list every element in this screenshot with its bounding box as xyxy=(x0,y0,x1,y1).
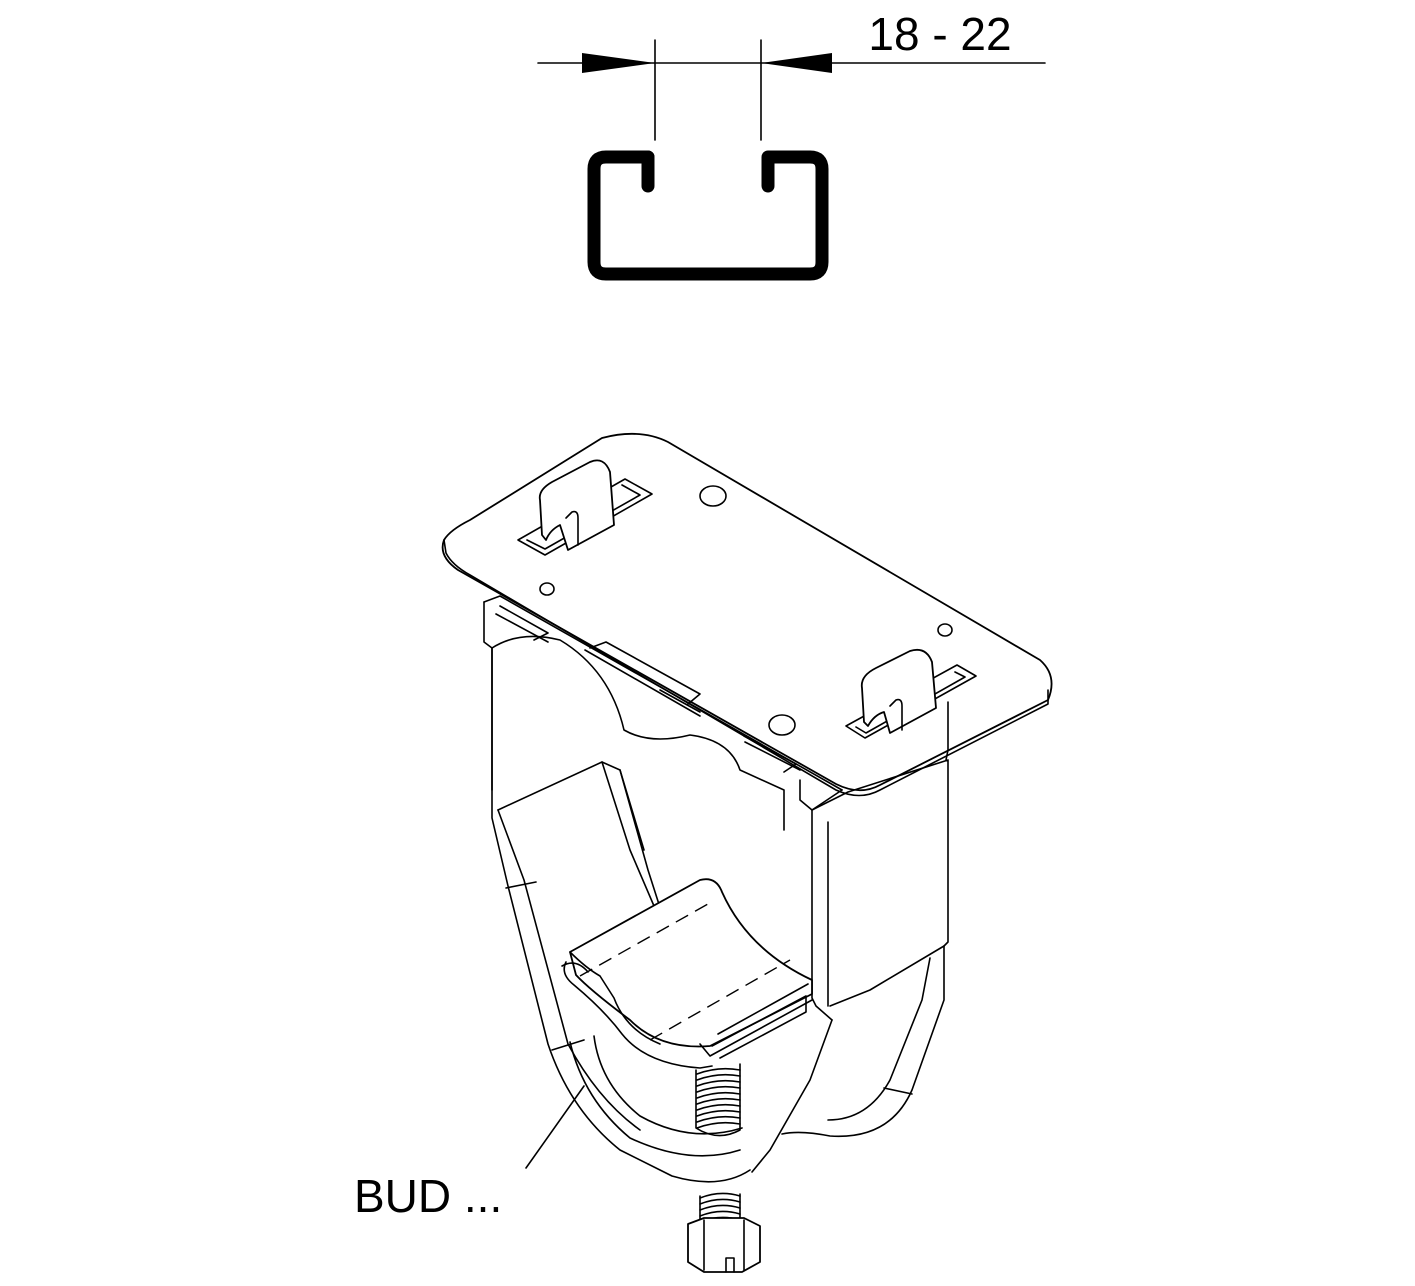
part-callout: BUD ... xyxy=(354,1085,585,1222)
plate-hole xyxy=(539,582,555,596)
hex-nut xyxy=(687,1217,761,1273)
dimension-arrow-right xyxy=(761,53,832,73)
channel-profile xyxy=(587,150,829,281)
threaded-bolt-upper xyxy=(695,1063,741,1137)
pipe-clamp xyxy=(441,432,1053,1273)
channel-dimension: 18 - 22 xyxy=(537,8,1046,141)
pipe-saddle xyxy=(561,878,813,1069)
dimension-arrow-left xyxy=(582,53,655,73)
plate-hole xyxy=(768,714,796,736)
dimension-label: 18 - 22 xyxy=(868,8,1011,60)
plate-hole xyxy=(699,485,727,507)
plate-hole xyxy=(937,623,953,637)
plate-slot-right xyxy=(845,648,977,739)
leader-line xyxy=(525,1085,585,1169)
part-label: BUD ... xyxy=(354,1170,502,1222)
threaded-bolt-lower xyxy=(687,1192,761,1273)
plate-slot-left xyxy=(517,459,653,556)
